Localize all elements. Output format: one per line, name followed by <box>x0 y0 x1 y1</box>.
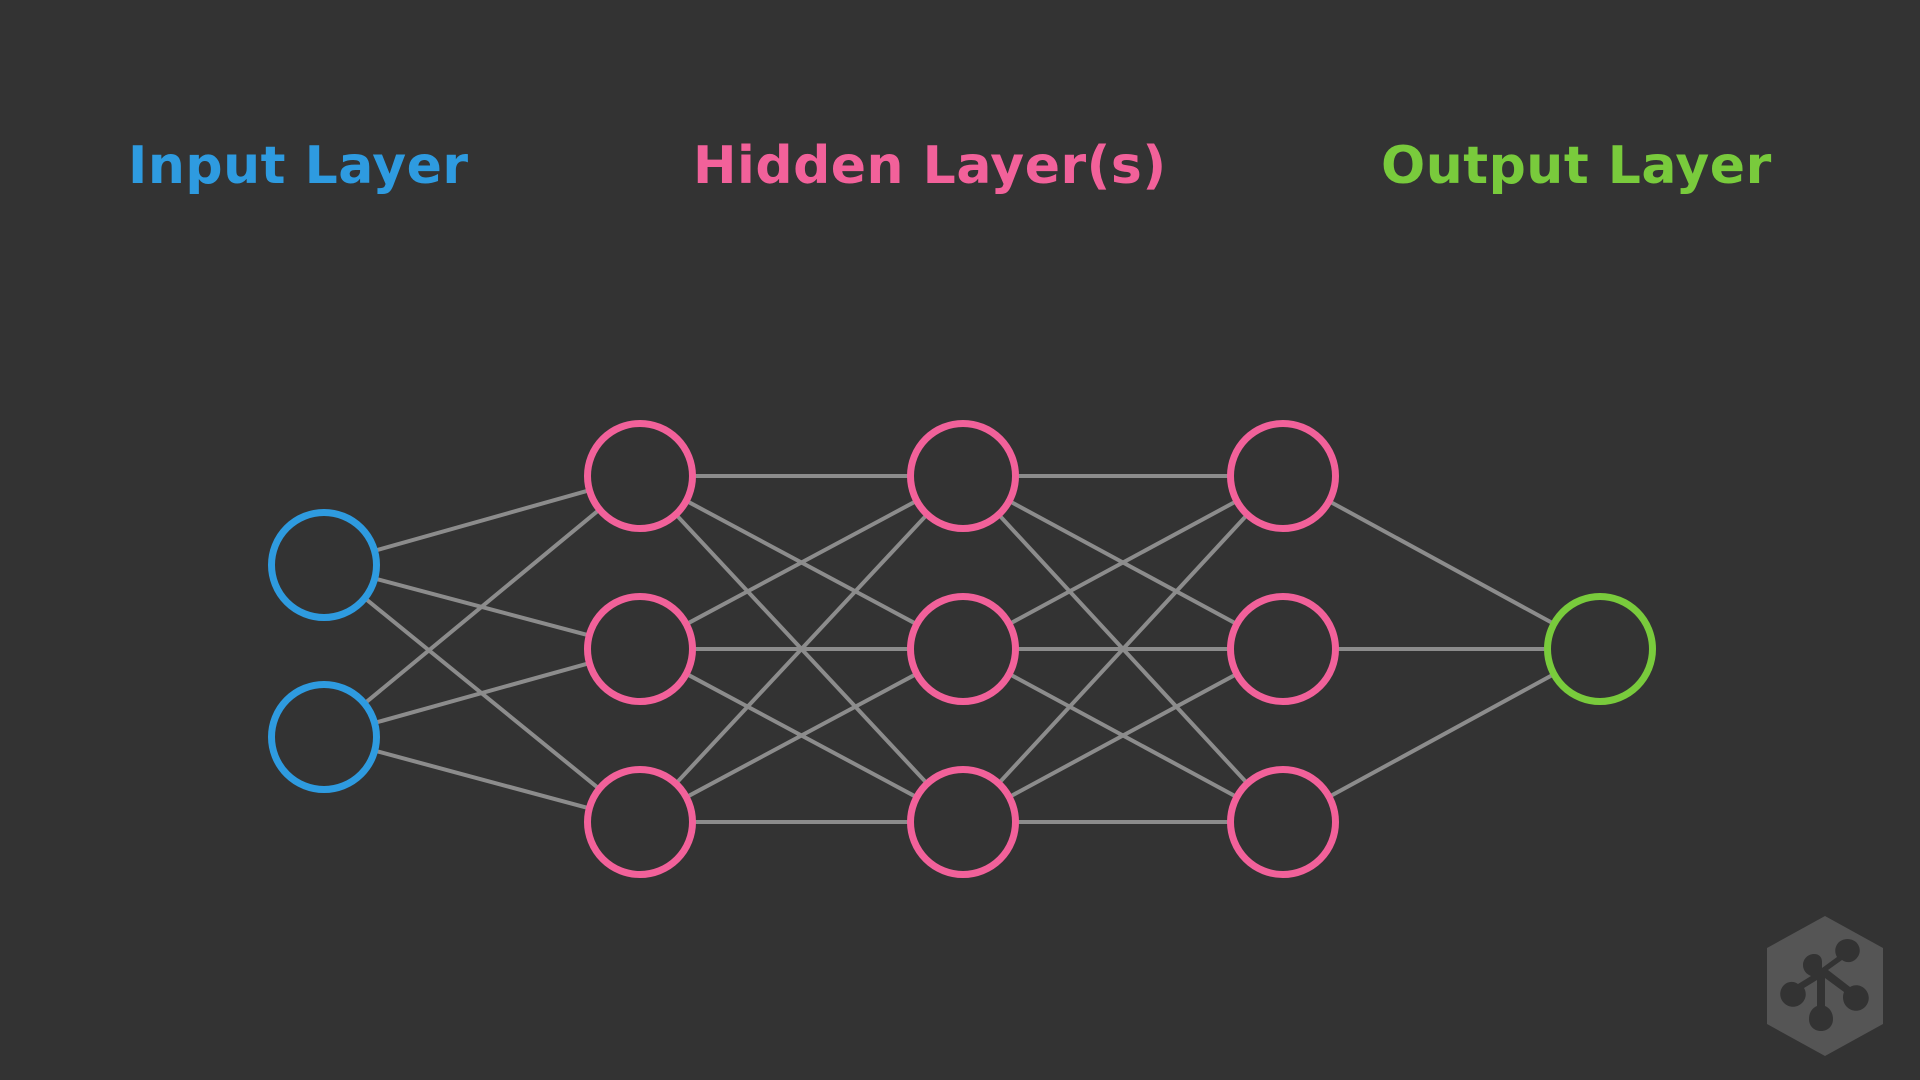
nodes-group <box>268 420 1656 878</box>
connection-edge <box>1010 500 1236 625</box>
neuron-node-o1[interactable] <box>1544 593 1656 705</box>
connection-edge <box>676 514 927 784</box>
input-layer-label: Input Layer <box>128 136 469 196</box>
neuron-node-h2_3[interactable] <box>907 766 1019 878</box>
neuron-glyph-icon <box>1780 939 1869 1031</box>
neuron-node-h1_1[interactable] <box>584 420 696 532</box>
connection-edge <box>687 673 916 798</box>
neuron-node-h1_3[interactable] <box>584 766 696 878</box>
neuron-node-i1[interactable] <box>268 509 380 621</box>
connection-edge <box>687 500 916 625</box>
neuron-node-h3_1[interactable] <box>1227 420 1339 532</box>
connection-edge <box>1010 673 1236 798</box>
connection-edge <box>1330 500 1553 625</box>
connection-edge <box>365 509 599 704</box>
neuron-node-h2_2[interactable] <box>907 593 1019 705</box>
output-layer-label: Output Layer <box>1381 136 1772 196</box>
connection-edge <box>999 515 1247 783</box>
brand-watermark-logo <box>1767 916 1883 1056</box>
neuron-node-i2[interactable] <box>268 681 380 793</box>
hidden-layer-label: Hidden Layer(s) <box>693 136 1167 196</box>
neuron-node-h3_2[interactable] <box>1227 593 1339 705</box>
neuron-node-h1_2[interactable] <box>584 593 696 705</box>
edges-group <box>365 474 1553 824</box>
connection-edge <box>376 749 588 810</box>
connection-edge <box>1330 673 1553 798</box>
connection-edge <box>375 662 589 724</box>
neuron-node-h3_3[interactable] <box>1227 766 1339 878</box>
neuron-node-h2_1[interactable] <box>907 420 1019 532</box>
connection-edge <box>375 489 589 552</box>
